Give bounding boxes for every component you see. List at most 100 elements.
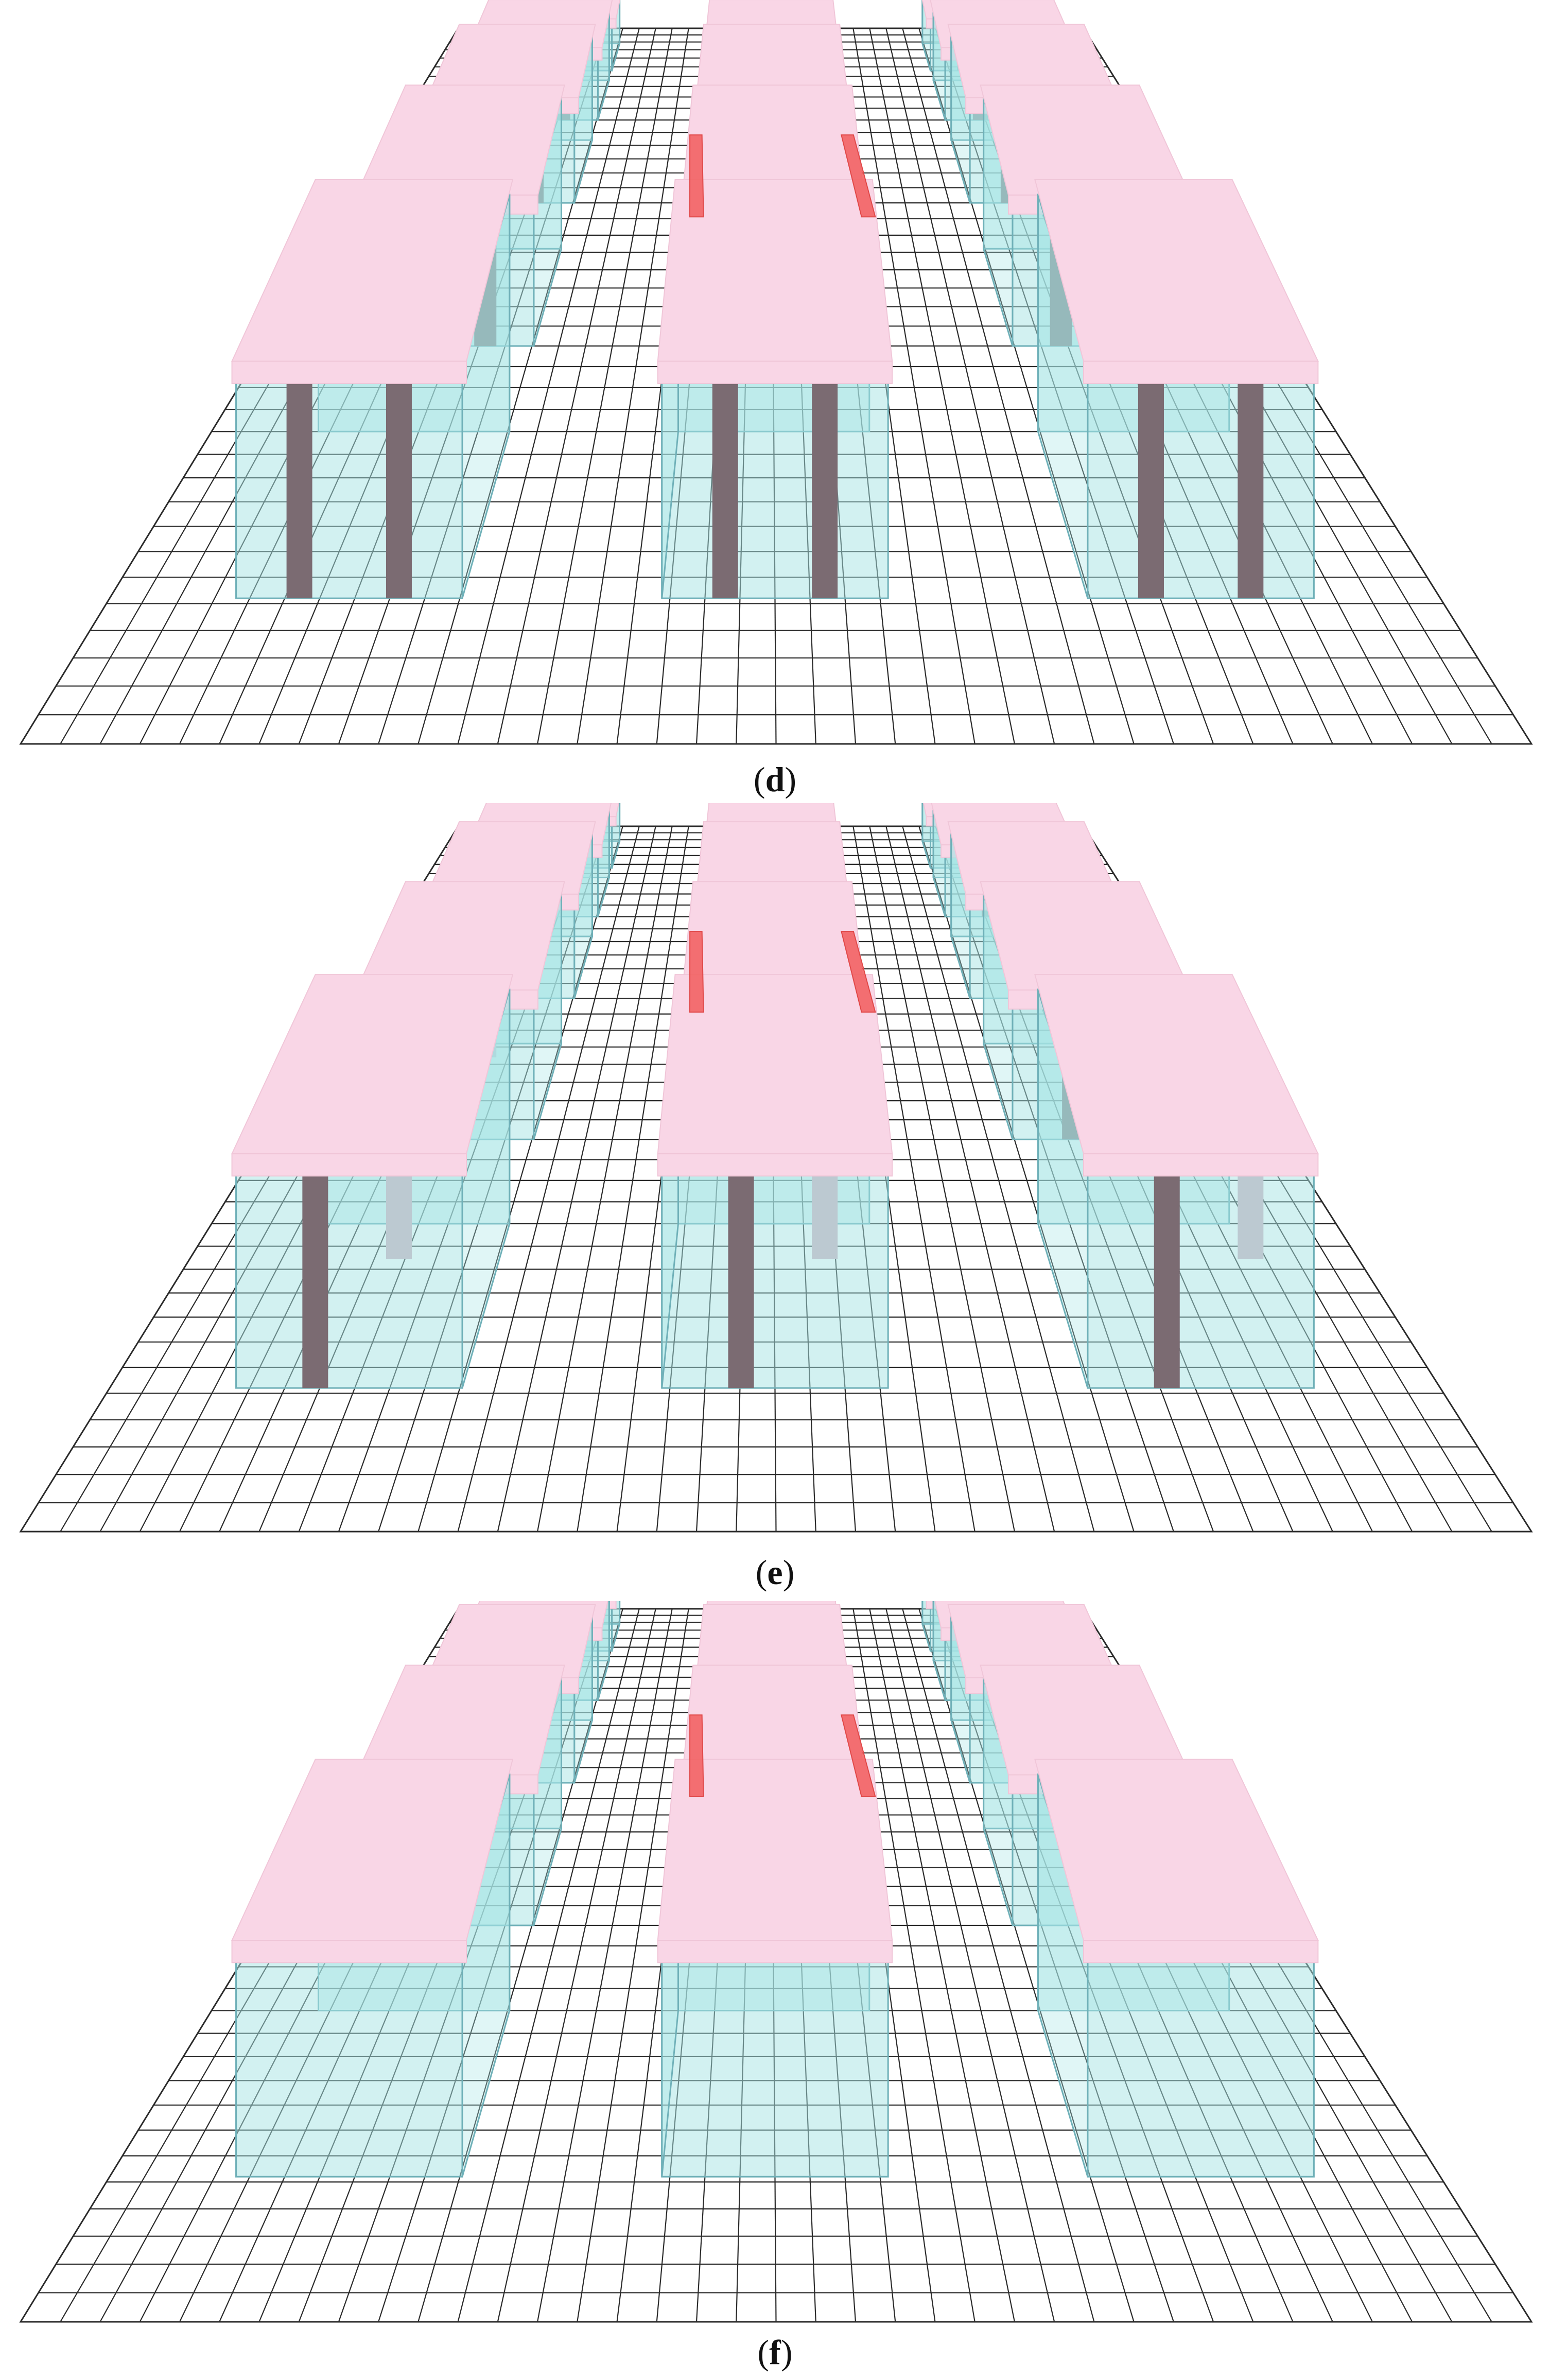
roof-edge	[1083, 1940, 1319, 1964]
building	[657, 974, 893, 1389]
grid-line-vertical	[869, 826, 1015, 1532]
roof-slab	[231, 179, 514, 362]
glass-front-face	[235, 1939, 463, 2178]
highlighted-element	[689, 134, 704, 218]
roof-slab	[682, 1664, 865, 1776]
roof-slab	[356, 84, 565, 196]
roof-slab	[682, 84, 865, 196]
column	[1138, 361, 1164, 599]
column	[812, 361, 838, 599]
glass-front-face	[661, 1939, 889, 2178]
glass-front-face	[235, 360, 463, 599]
panel-f: (f)	[0, 1601, 1550, 2380]
grid-line-vertical	[902, 28, 1095, 744]
glass-front-face	[1087, 1939, 1315, 2178]
column	[712, 361, 738, 599]
grid-line-vertical	[902, 826, 1095, 1532]
glass-front-face	[661, 1153, 889, 1389]
panel-d: (d)	[0, 0, 1550, 797]
roof-slab	[1034, 1759, 1319, 1941]
roof-edge	[657, 1940, 893, 1964]
grid-line-vertical	[869, 28, 1015, 744]
grid-line-vertical	[902, 1608, 1095, 2322]
building	[657, 179, 893, 599]
roof-edge	[1083, 360, 1319, 384]
highlighted-element	[841, 1714, 876, 1797]
glass-side-face	[611, 1601, 621, 1652]
buildings	[231, 1601, 1319, 2178]
roof-slab	[980, 881, 1191, 991]
glass-side-face	[921, 1601, 932, 1652]
roof-slab	[682, 881, 865, 991]
roof-slab	[980, 1664, 1191, 1776]
column	[286, 361, 312, 599]
grid-line-vertical	[885, 826, 1055, 1532]
building	[657, 1759, 893, 2178]
panel-e: (e)	[0, 803, 1550, 1596]
roof-edge	[231, 1940, 467, 1964]
scene-e	[19, 803, 1533, 1533]
caption-d: (d)	[753, 760, 797, 799]
grid-line-vertical	[536, 826, 673, 1532]
glass-front-face	[235, 1153, 463, 1389]
highlighted-element	[689, 930, 704, 1013]
grid-line-vertical	[577, 28, 689, 744]
grid-line-vertical	[852, 1608, 976, 2322]
grid-line-vertical	[497, 826, 656, 1532]
grid-line-vertical	[457, 1608, 640, 2322]
buildings	[231, 803, 1319, 1389]
grid-line-vertical	[918, 28, 1135, 744]
building	[1034, 974, 1319, 1389]
roof-slab	[356, 1664, 565, 1776]
grid-line-vertical	[577, 826, 689, 1532]
glass-front-face	[1087, 360, 1315, 599]
roof-slab	[1034, 179, 1319, 362]
grid-line-vertical	[918, 1608, 1135, 2322]
roof-slab	[980, 84, 1191, 196]
caption-e: (e)	[755, 1553, 795, 1592]
scene-f	[19, 1601, 1533, 2323]
grid-line-vertical	[869, 1608, 1015, 2322]
building	[231, 974, 514, 1389]
grid-line-vertical	[457, 826, 640, 1532]
highlighted-element	[841, 930, 876, 1013]
grid-line-vertical	[918, 826, 1135, 1532]
column	[386, 361, 412, 599]
grid-line-vertical	[885, 28, 1055, 744]
building	[1034, 179, 1319, 599]
roof-edge	[657, 360, 893, 384]
roof-slab	[1034, 974, 1319, 1155]
building	[231, 179, 514, 599]
grid-line-vertical	[885, 1608, 1055, 2322]
grid-line-vertical	[417, 1608, 623, 2322]
roof-slab	[231, 1759, 514, 1941]
grid-line-vertical	[852, 826, 976, 1532]
column	[1154, 1154, 1180, 1388]
scene-d	[19, 0, 1533, 745]
glass-front-face	[1087, 1153, 1315, 1389]
grid-line-vertical	[577, 1608, 689, 2322]
grid-line-vertical	[417, 28, 623, 744]
grid-line-vertical	[536, 1608, 673, 2322]
caption-f: (f)	[757, 2333, 793, 2372]
roof-edge	[231, 1153, 467, 1177]
buildings	[231, 0, 1319, 599]
roof-edge	[1083, 1153, 1319, 1177]
column	[302, 1154, 328, 1388]
grid-line-vertical	[497, 28, 656, 744]
roof-slab	[231, 974, 514, 1155]
grid-line-vertical	[497, 1608, 656, 2322]
roof-slab	[356, 881, 565, 991]
building	[231, 1759, 514, 2178]
column	[728, 1154, 754, 1388]
grid-line-vertical	[417, 826, 623, 1532]
highlighted-element	[841, 134, 876, 218]
glass-front-face	[661, 360, 889, 599]
highlighted-element	[689, 1714, 704, 1797]
roof-edge	[657, 1153, 893, 1177]
grid-line-vertical	[536, 28, 673, 744]
grid-line-vertical	[457, 28, 640, 744]
building	[1034, 1759, 1319, 2178]
roof-edge	[231, 360, 467, 384]
grid-line-vertical	[852, 28, 976, 744]
